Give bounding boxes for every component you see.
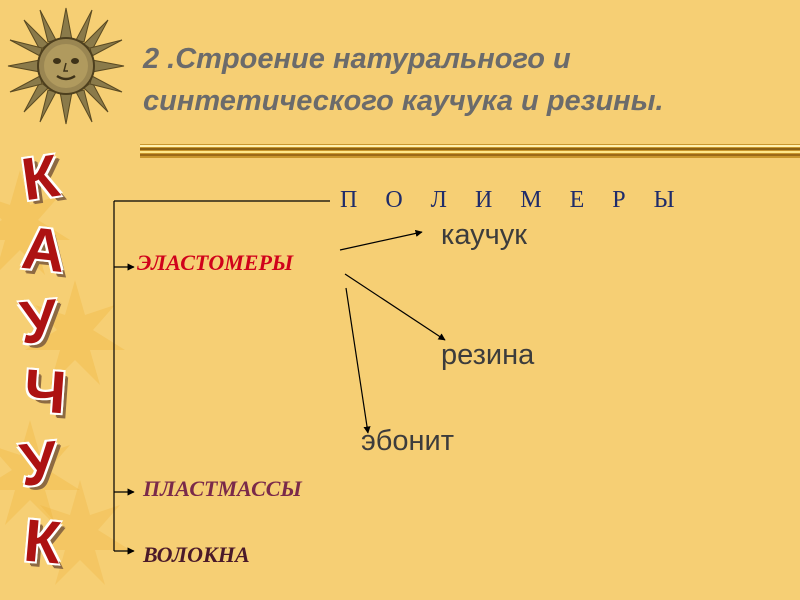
faint-sun-icon (25, 280, 125, 385)
node-rubber: каучук (441, 219, 527, 251)
node-plastics: ПЛАСТМАССЫ (143, 476, 302, 501)
node-ebonite: эбонит (361, 425, 455, 457)
sun-emblem-icon (7, 7, 125, 125)
title-line-2: синтетического каучука и резины. (143, 85, 664, 117)
title-separator (140, 144, 800, 158)
node-resin: резина (441, 339, 535, 371)
title-line-1: 2 .Строение натурального и (143, 43, 571, 75)
side-word-letter: А (18, 213, 69, 286)
node-polymers: П О Л И М Е Р Ы (340, 187, 686, 213)
side-word-letter: К (17, 141, 64, 214)
side-word-letter: У (16, 428, 61, 499)
side-word-letter: Ч (21, 356, 69, 427)
node-fibers: ВОЛОКНА (143, 542, 250, 567)
side-word-letter: К (21, 506, 64, 577)
faint-sun-icon (30, 480, 130, 585)
side-word-letter: У (17, 286, 61, 357)
faint-sun-icon (0, 420, 80, 525)
elastomer-arrows (339, 229, 446, 434)
root-connectors (113, 200, 330, 555)
page-title: 2 .Строение натурального и синтетическог… (143, 38, 783, 122)
node-elastomers: ЭЛАСТОМЕРЫ (137, 250, 294, 275)
faint-sun-icon (0, 170, 70, 275)
